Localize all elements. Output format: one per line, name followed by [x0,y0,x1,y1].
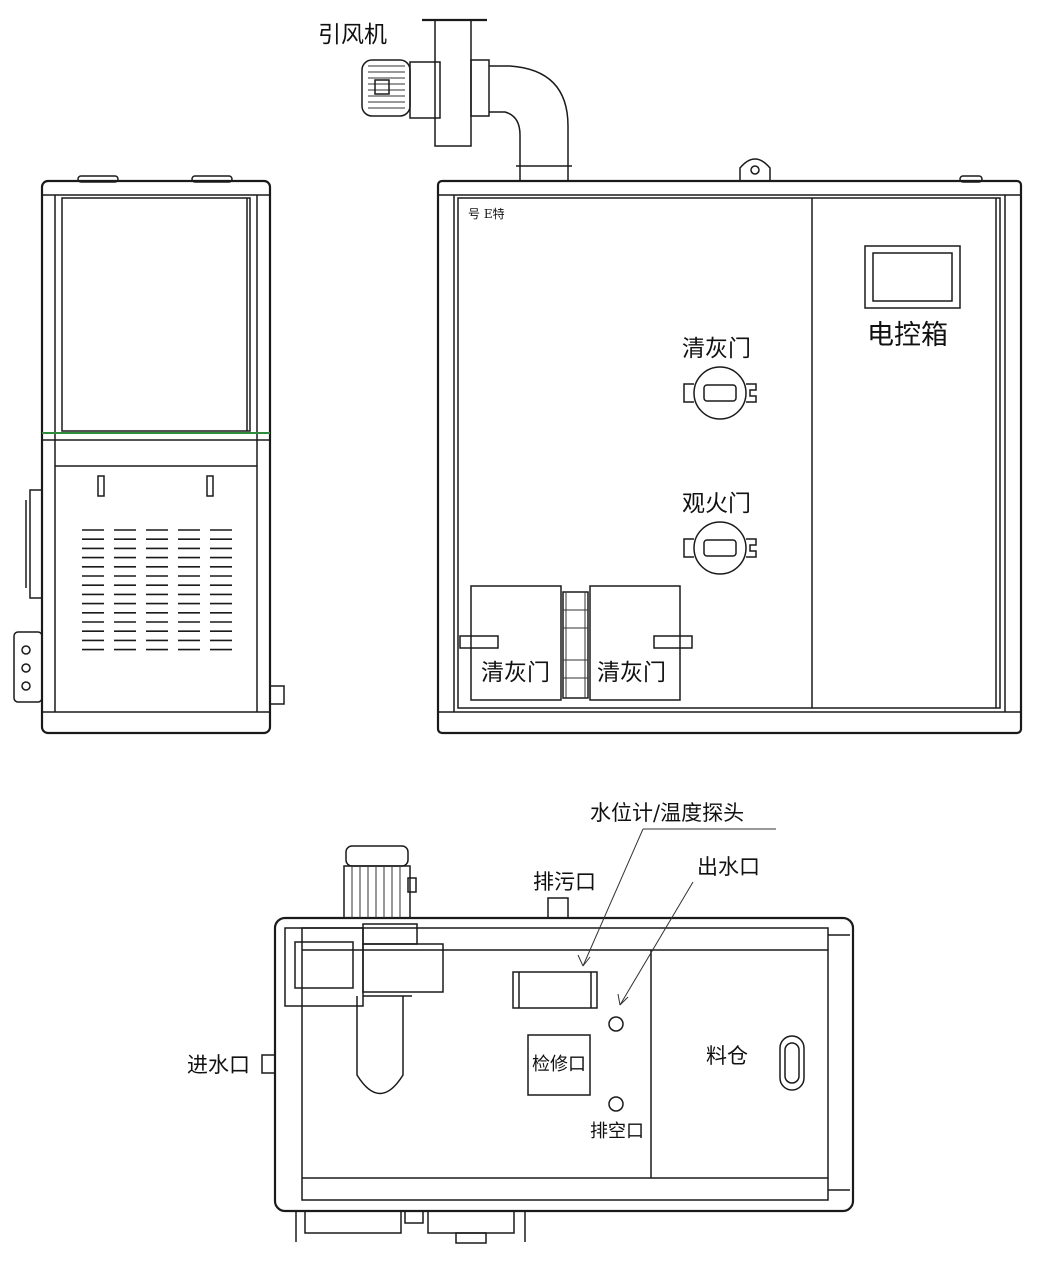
side-upper-panel [61,197,251,432]
side-louvre-grille [82,529,232,651]
inspection-port-box [527,1034,591,1096]
vent-port-circle [608,1096,624,1112]
label-ash-door-left: 清灰门 [481,660,550,686]
label-control-box: 电控箱 [867,320,948,351]
front-view [361,18,1023,735]
label-vent-port: 排空口 [590,1121,644,1142]
label-fire-view-door: 观火门 [682,491,751,517]
label-ash-door-right: 清灰门 [597,660,666,686]
label-inspection-port: 检修口 [532,1054,586,1075]
side-body [40,179,272,735]
label-water-inlet: 进水口 [187,1053,250,1077]
probe-leader [582,828,644,967]
front-body [436,179,1023,735]
side-handle-right [206,475,214,497]
label-plate: 号 E特 [468,206,505,221]
side-view [13,175,285,735]
control-screen [864,245,961,309]
upper-ash-door [683,366,757,420]
water-outlet-circle [608,1016,624,1032]
outlet-leader [619,881,694,1006]
label-water-level-probe: 水位计/温度探头 [590,801,744,825]
water-inlet-stub [261,1054,276,1074]
drain-outlet-stub [547,897,569,919]
ash-door-right-panel [589,585,681,701]
top-fan-motor [284,845,444,1095]
side-handle-left [97,475,105,497]
probe-block [512,971,598,1009]
fire-view-door [683,521,757,575]
top-view [261,828,855,1244]
label-upper-ash-door: 清灰门 [682,336,751,362]
label-hopper: 料仓 [706,1044,748,1068]
fan-assembly [361,18,572,180]
label-drain-outlet: 排污口 [533,870,596,894]
label-fan: 引风机 [318,22,387,48]
label-water-outlet: 出水口 [697,855,760,879]
hopper-opening [779,1035,805,1091]
ash-door-left-panel [470,585,562,701]
fan-motor [361,59,411,117]
